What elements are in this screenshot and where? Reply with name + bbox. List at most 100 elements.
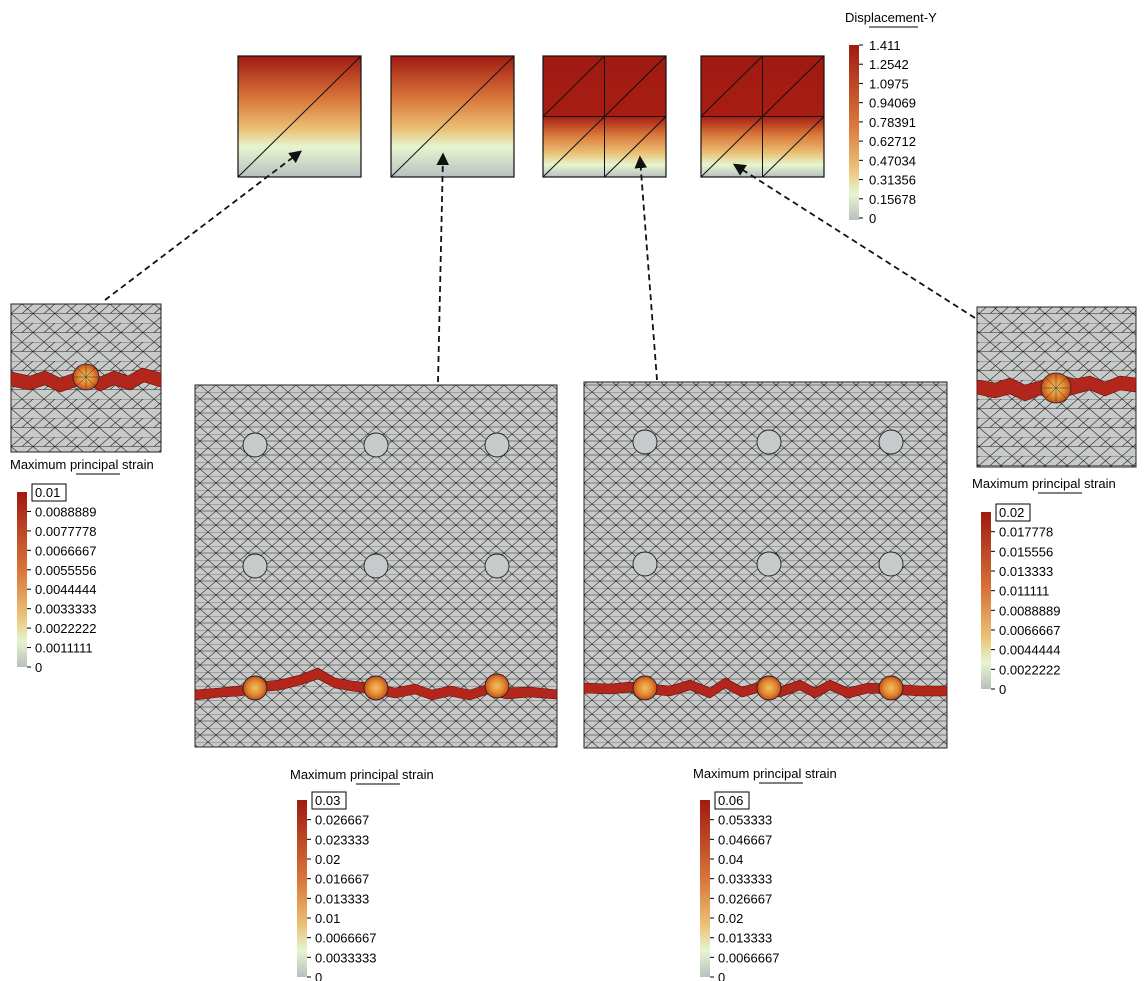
rve-small-right [976, 306, 1137, 468]
strain-legend-title: Maximum principal strain [693, 766, 837, 781]
strain-max-box [311, 791, 347, 810]
strain-tick-label: 0.02 [718, 911, 743, 926]
displacement-tick-label: 0.15678 [869, 192, 916, 207]
strain-colorbar [981, 512, 991, 689]
strain-tick-label: 0.0066667 [718, 950, 779, 965]
strain-max-label: 0.02 [999, 505, 1024, 520]
strain-max-label: 0.03 [315, 793, 340, 808]
strain-tick-label: 0.011111 [999, 584, 1049, 599]
strain-tick-label: 0.0077778 [35, 524, 96, 539]
displacement-tick-label: 1.2542 [869, 57, 909, 72]
strain-max-label: 0.06 [718, 793, 743, 808]
inclusion [484, 553, 510, 579]
strain-legend-title: Maximum principal strain [290, 767, 434, 782]
strain-legend-right: Maximum principal strain 0.02 0.017778 0.01… [972, 476, 1116, 697]
inclusion [242, 553, 268, 579]
strain-tick-label: 0 [315, 970, 322, 981]
strain-legend-title: Maximum principal strain [10, 457, 154, 472]
inclusion [756, 551, 782, 577]
inclusion [632, 429, 658, 455]
displacement-tick-label: 1.0975 [869, 76, 909, 91]
strain-legend-center-right: Maximum principal strain 0.06 0.053333 0.04… [693, 766, 837, 981]
inclusion [363, 553, 389, 579]
displacement-tick-label: 1.411 [869, 38, 901, 53]
strain-tick-label: 0.015556 [999, 544, 1053, 559]
strain-tick-label: 0.046667 [718, 832, 772, 847]
strain-colorbar [17, 492, 27, 667]
strain-tick-label: 0.0011111 [35, 641, 93, 656]
displacement-tick-label: 0.94069 [869, 96, 916, 111]
strain-tick-label: 0.0088889 [35, 504, 96, 519]
inclusion [756, 429, 782, 455]
rve-large-center-left [194, 384, 558, 748]
displacement-tick-label: 0 [869, 211, 876, 226]
strain-colorbar [297, 800, 307, 977]
strain-tick-label: 0 [999, 682, 1006, 697]
scale-arrows [104, 150, 976, 383]
strain-tick-label: 0.026667 [718, 891, 772, 906]
arrow-left [104, 150, 303, 301]
strain-tick-label: 0.017778 [999, 525, 1053, 540]
strain-tick-label: 0.026667 [315, 813, 369, 828]
strain-tick-label: 0 [718, 970, 725, 981]
strain-tick-label: 0.033333 [718, 872, 772, 887]
strain-tick-label: 0.0066667 [35, 543, 96, 558]
displacement-tick-label: 0.47034 [869, 153, 916, 168]
displacement-tick-label: 0.31356 [869, 173, 916, 188]
strain-max-label: 0.01 [35, 485, 60, 500]
cracked-inclusion [632, 675, 658, 701]
strain-tick-label: 0.013333 [315, 891, 369, 906]
strain-legend-left: Maximum principal strain 0.01 0.0088889 0.0… [10, 457, 154, 675]
arrow-center-left [436, 152, 450, 383]
inclusion [242, 432, 268, 458]
inclusion [484, 432, 510, 458]
strain-max-box [995, 503, 1031, 522]
strain-tick-label: 0.0033333 [35, 602, 96, 617]
cracked-inclusion [756, 675, 782, 701]
cracked-inclusion [363, 675, 389, 701]
strain-tick-label: 0.053333 [718, 813, 772, 828]
cracked-inclusion [878, 675, 904, 701]
strain-tick-label: 0.04 [718, 852, 743, 867]
inclusion [363, 432, 389, 458]
strain-tick-label: 0.0022222 [35, 621, 96, 636]
inclusion [632, 551, 658, 577]
arrow-center-right [634, 155, 658, 381]
displacement-tick-label: 0.78391 [869, 115, 916, 130]
coarse-element-3 [542, 55, 667, 178]
strain-tick-label: 0.0055556 [35, 563, 96, 578]
arrow-right [732, 163, 976, 319]
strain-tick-label: 0.0044444 [35, 582, 96, 597]
strain-tick-label: 0.0033333 [315, 950, 376, 965]
strain-tick-label: 0.0088889 [999, 603, 1060, 618]
strain-tick-label: 0.0066667 [999, 623, 1060, 638]
strain-tick-label: 0.0022222 [999, 662, 1060, 677]
strain-tick-label: 0.023333 [315, 832, 369, 847]
strain-max-box [31, 483, 67, 502]
strain-legend-center-left: Maximum principal strain 0.03 0.026667 0.02… [290, 767, 434, 981]
cracked-inclusion [242, 675, 268, 701]
strain-tick-label: 0.013333 [999, 564, 1053, 579]
coarse-element-4 [700, 55, 825, 178]
strain-tick-label: 0.02 [315, 852, 340, 867]
displacement-tick-label: 0.62712 [869, 134, 916, 149]
rve-small-left [10, 303, 162, 453]
displacement-legend: Displacement-Y 1.4111.25421.09750.940690… [845, 10, 937, 226]
coarse-element-2 [390, 55, 515, 178]
strain-tick-label: 0.0066667 [315, 931, 376, 946]
strain-tick-label: 0.016667 [315, 872, 369, 887]
cracked-inclusion [484, 673, 510, 699]
inclusion [878, 429, 904, 455]
strain-legends: Maximum principal strain 0.01 0.0088889 0.0… [10, 457, 1116, 981]
strain-max-box [714, 791, 750, 810]
coarse-element-1 [237, 55, 362, 178]
displacement-colorbar [849, 45, 859, 220]
strain-legend-title: Maximum principal strain [972, 476, 1116, 491]
strain-colorbar [700, 800, 710, 977]
strain-tick-label: 0.013333 [718, 931, 772, 946]
strain-tick-label: 0 [35, 660, 42, 675]
rve-large-center-right [583, 381, 948, 749]
strain-tick-label: 0.0044444 [999, 643, 1060, 658]
coarse-elements-row [237, 55, 825, 178]
